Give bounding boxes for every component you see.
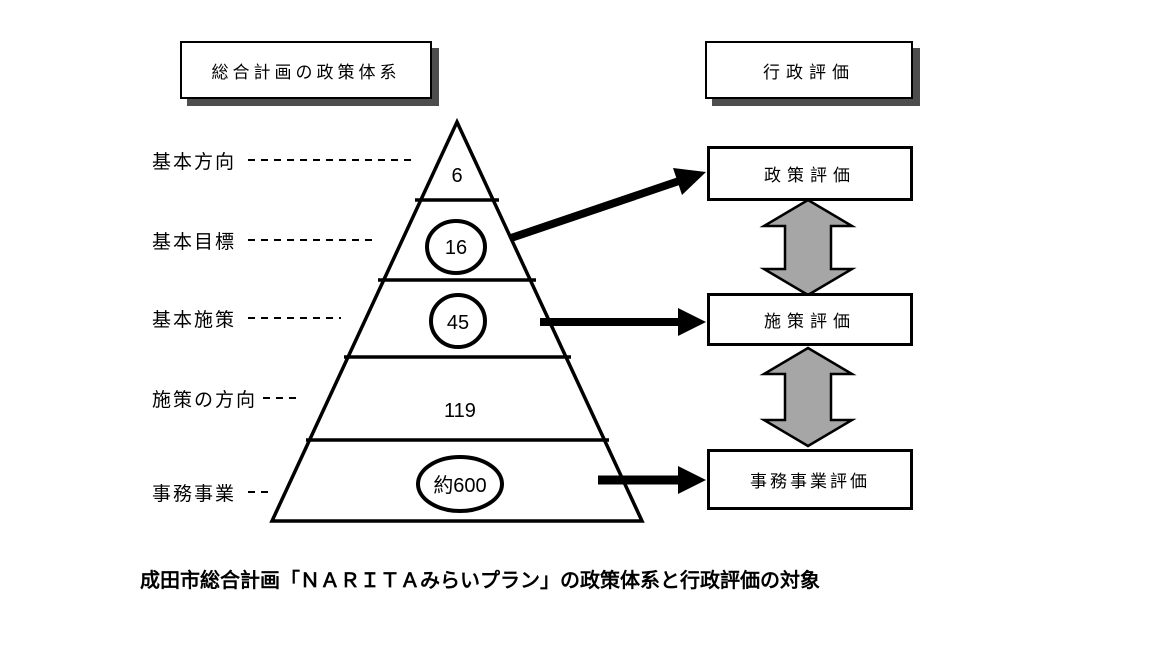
count-ellipse-600: [416, 455, 504, 513]
count-circle-45: [429, 293, 487, 349]
project-evaluation-label: 事務事業評価: [750, 472, 870, 491]
leader-line: [248, 491, 272, 493]
tier-label-row-basic-programs: 基本施策: [152, 305, 342, 331]
leader-line: [248, 239, 374, 241]
figure-caption: 成田市総合計画「ＮＡＲＩＴＡみらいプラン」の政策体系と行政評価の対象: [140, 570, 820, 592]
arrow-policy-shaft: [509, 177, 681, 242]
arrow-policy-head: [673, 168, 706, 195]
policy-system-title-box: 総合計画の政策体系: [180, 41, 432, 99]
tier-label-row-program-direction: 施策の方向: [152, 385, 300, 411]
program-evaluation-label: 施策評価: [764, 312, 856, 331]
admin-evaluation-title-box: 行政評価: [705, 41, 913, 99]
tier-label: 施策の方向: [152, 389, 258, 411]
count-circle-16: [425, 219, 487, 275]
leader-line: [248, 159, 417, 161]
tier-label: 基本方向: [152, 151, 237, 173]
tier-count-4: 119: [444, 400, 476, 422]
admin-evaluation-title: 行政評価: [763, 62, 855, 82]
double-arrow-policy-program: [759, 198, 857, 297]
leader-line: [263, 397, 300, 399]
policy-evaluation-label: 政策評価: [764, 166, 856, 185]
tier-label-row-basic-goals: 基本目標: [152, 227, 374, 253]
policy-system-title: 総合計画の政策体系: [211, 62, 401, 82]
arrow-program-head: [678, 308, 706, 336]
tier-count-5: 約600: [433, 474, 486, 497]
double-arrow-program-project: [759, 346, 857, 448]
leader-line: [248, 317, 342, 319]
tier-label-row-basic-direction: 基本方向: [152, 147, 417, 173]
tier-label: 基本施策: [152, 309, 237, 331]
tier-label: 基本目標: [152, 231, 237, 253]
tier-count-1: 6: [451, 165, 462, 187]
tier-count-2: 16: [445, 237, 467, 259]
tier-count-3: 45: [447, 312, 469, 334]
policy-evaluation-box: 政策評価: [707, 146, 913, 201]
program-evaluation-box: 施策評価: [707, 293, 913, 346]
arrow-project-head: [678, 466, 706, 494]
tier-label-row-projects: 事務事業: [152, 479, 272, 505]
project-evaluation-box: 事務事業評価: [707, 449, 913, 510]
tier-label: 事務事業: [152, 483, 237, 505]
